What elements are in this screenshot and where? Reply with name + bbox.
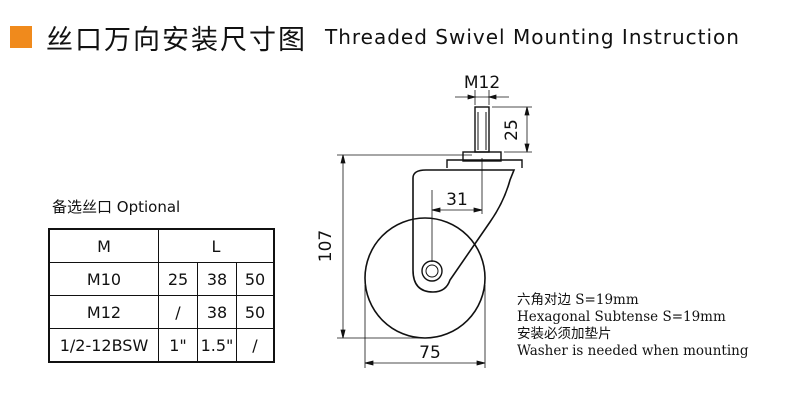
note-washer-en: Washer is needed when mounting [517,343,749,359]
table-row: M10 25 38 50 [48,262,275,296]
cell-length: 38 [197,295,237,329]
cell-length: 25 [158,262,198,296]
dim-label-height: 107 [316,230,336,262]
wheel-outline [364,217,486,339]
dim-label-offset: 31 [446,190,468,210]
cell-thread: M12 [48,295,159,329]
axle-inner [425,264,439,278]
optional-threads-table: M L M10 25 38 50 M12 / 38 50 1/2-12BSW 1… [48,228,275,363]
axle-outer [421,260,443,282]
cell-length: 38 [197,262,237,296]
threaded-stem [474,106,490,153]
top-plate [446,159,523,168]
accent-square-icon [10,26,32,48]
cell-length: / [236,328,275,363]
optional-threads-label: 备选丝口 Optional [52,198,181,216]
table-row: M12 / 38 50 [48,295,275,329]
table-row: 1/2-12BSW 1" 1.5" / [48,328,275,363]
dim-label-thread: M12 [464,73,500,93]
dim-label-diameter: 75 [419,343,441,363]
cell-length: 50 [236,295,275,329]
page-header: 丝口万向安装尺寸图 Threaded Swivel Mounting Instr… [10,20,740,56]
fork-bracket [412,169,516,293]
cell-thread: 1/2-12BSW [48,328,159,363]
dim-label-stem-length: 25 [502,119,522,141]
note-washer-cn: 安装必须加垫片 [517,326,612,342]
title-chinese: 丝口万向安装尺寸图 [46,24,307,56]
cell-length: / [158,295,198,329]
title-english: Threaded Swivel Mounting Instruction [325,25,740,49]
cell-length: 50 [236,262,275,296]
mounting-notes: 六角对边 S=19mm Hexagonal Subtense S=19mm 安装… [517,292,749,360]
note-hex-en: Hexagonal Subtense S=19mm [517,309,726,325]
cell-length: 1.5" [197,328,237,363]
note-hex-cn: 六角对边 S=19mm [517,292,639,308]
